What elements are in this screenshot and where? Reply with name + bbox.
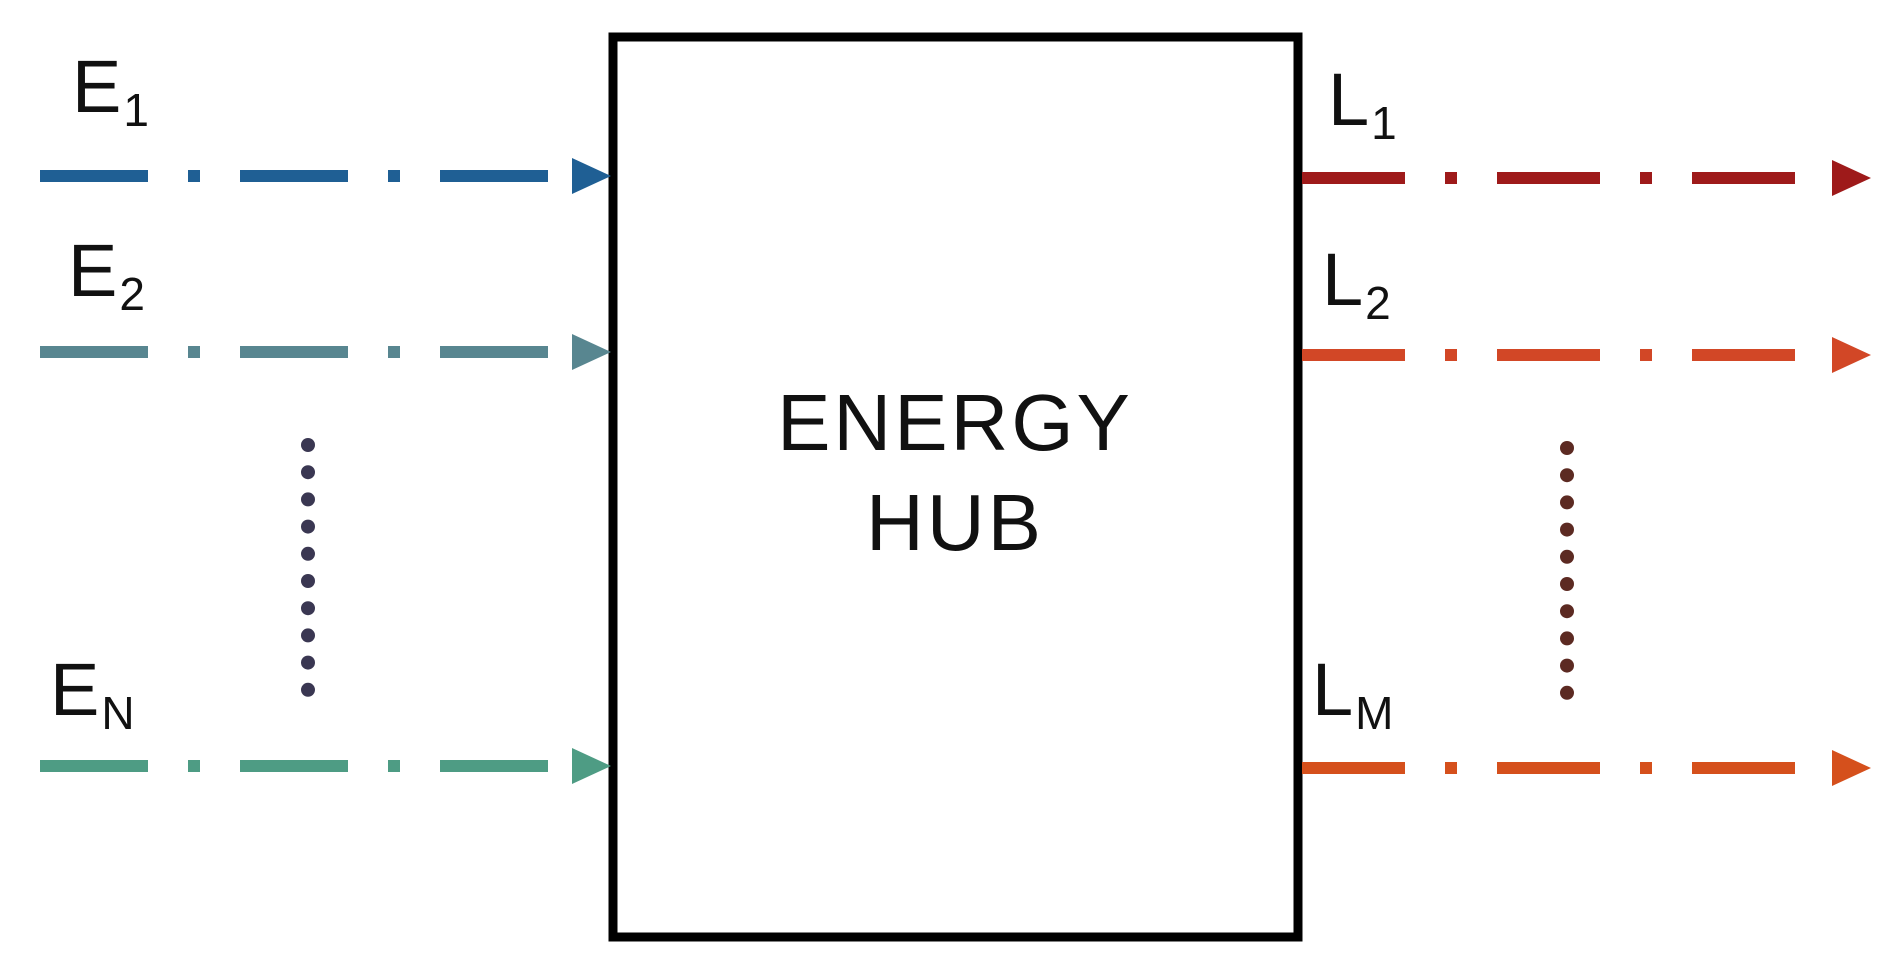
input-label-e2: E2 bbox=[68, 229, 145, 320]
output-arrowhead-l1 bbox=[1832, 160, 1871, 196]
input-ellipsis-dot bbox=[301, 601, 315, 616]
input-ellipsis-dots bbox=[301, 438, 315, 697]
hub-title-line2: HUB bbox=[866, 478, 1044, 567]
output-ellipsis-dot bbox=[1560, 549, 1574, 564]
input-ellipsis-dot bbox=[301, 655, 315, 670]
input-arrowhead-en bbox=[572, 748, 611, 784]
input-label-e1: E1 bbox=[72, 45, 149, 136]
output-arrow-lm bbox=[1302, 750, 1871, 786]
output-ellipsis-dot bbox=[1560, 522, 1574, 537]
output-arrow-l2 bbox=[1302, 337, 1871, 373]
output-ellipsis-dot bbox=[1560, 658, 1574, 673]
input-ellipsis-dot bbox=[301, 519, 315, 534]
energy-hub-box bbox=[608, 32, 1303, 942]
input-ellipsis-dot bbox=[301, 628, 315, 643]
input-arrow-e2 bbox=[40, 334, 611, 370]
output-ellipsis-dot bbox=[1560, 604, 1574, 619]
output-arrowhead-l2 bbox=[1832, 337, 1871, 373]
input-ellipsis-dot bbox=[301, 465, 315, 480]
output-ellipsis-dot bbox=[1560, 441, 1574, 455]
output-label-l2: L2 bbox=[1322, 238, 1391, 329]
input-arrowhead-e2 bbox=[572, 334, 611, 370]
input-ellipsis-dot bbox=[301, 492, 315, 507]
input-label-en: EN bbox=[50, 648, 135, 739]
output-ellipsis-dot bbox=[1560, 495, 1574, 510]
output-ellipsis-dot bbox=[1560, 685, 1574, 700]
input-arrow-en bbox=[40, 748, 611, 784]
input-arrow-e1 bbox=[40, 158, 611, 194]
hub-title-line1: ENERGY bbox=[777, 378, 1133, 467]
input-ellipsis-dot bbox=[301, 546, 315, 561]
input-ellipsis-dot bbox=[301, 438, 315, 452]
input-ellipsis-dot bbox=[301, 682, 315, 697]
output-ellipsis-dot bbox=[1560, 468, 1574, 483]
output-arrow-l1 bbox=[1302, 160, 1871, 196]
output-label-l1: L1 bbox=[1328, 58, 1397, 149]
output-ellipsis-dot bbox=[1560, 577, 1574, 591]
input-arrowhead-e1 bbox=[572, 158, 611, 194]
output-ellipsis-dots bbox=[1560, 441, 1574, 700]
output-arrowhead-lm bbox=[1832, 750, 1871, 786]
output-ellipsis-dot bbox=[1560, 631, 1574, 646]
output-label-lm: LM bbox=[1312, 648, 1393, 739]
input-ellipsis-dot bbox=[301, 574, 315, 588]
